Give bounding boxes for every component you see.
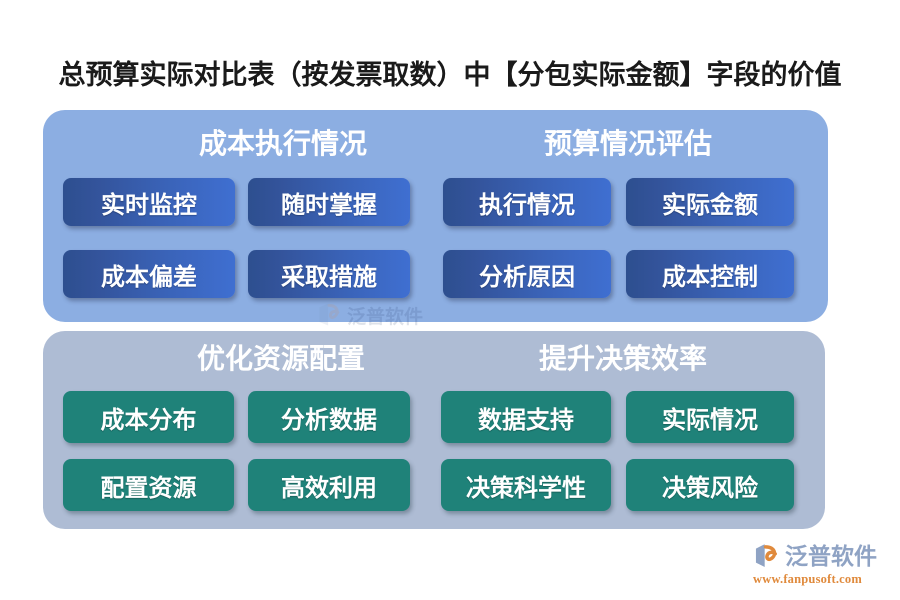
button-label: 决策风险: [662, 475, 758, 502]
button-cost-execution-1[interactable]: 实时监控: [63, 178, 235, 226]
button-budget-assessment-3[interactable]: 分析原因: [443, 250, 611, 298]
button-budget-assessment-1[interactable]: 执行情况: [443, 178, 611, 226]
button-label: 实际金额: [662, 192, 758, 219]
button-label: 成本控制: [662, 264, 758, 291]
button-cost-execution-2[interactable]: 随时掌握: [248, 178, 410, 226]
button-label: 决策科学性: [466, 475, 586, 502]
button-decision-efficiency-3[interactable]: 决策科学性: [441, 459, 611, 511]
button-label: 随时掌握: [281, 192, 377, 219]
section-heading-decision-efficiency: 提升决策效率: [538, 344, 707, 375]
button-budget-assessment-2[interactable]: 实际金额: [626, 178, 794, 226]
section-heading-optimize-resources: 优化资源配置: [196, 344, 365, 375]
button-optimize-resources-4[interactable]: 高效利用: [248, 459, 410, 511]
section-heading-cost-execution: 成本执行情况: [198, 129, 367, 160]
button-label: 采取措施: [281, 264, 377, 291]
button-optimize-resources-3[interactable]: 配置资源: [63, 459, 234, 511]
brand-logo-row: 泛普软件: [752, 541, 892, 571]
button-label: 分析数据: [281, 407, 377, 434]
brand-url: www.fanpusoft.com: [753, 572, 862, 586]
button-cost-execution-3[interactable]: 成本偏差: [63, 250, 235, 298]
button-budget-assessment-4[interactable]: 成本控制: [626, 250, 794, 298]
button-label: 成本偏差: [101, 264, 197, 291]
button-label: 分析原因: [479, 264, 575, 291]
brand-name: 泛普软件: [785, 543, 877, 569]
fanpu-swoosh-icon: [319, 303, 340, 326]
button-optimize-resources-2[interactable]: 分析数据: [248, 391, 410, 443]
button-label: 高效利用: [281, 475, 377, 502]
watermark-fanpu: 泛普软件: [315, 295, 465, 335]
resource-decision-panel: 优化资源配置 提升决策效率 成本分布 分析数据 配置资源 高效利用 数据支持 实…: [43, 331, 825, 529]
button-label: 数据支持: [478, 407, 574, 434]
brand-logo: 泛普软件 www.fanpusoft.com: [752, 541, 892, 589]
button-decision-efficiency-4[interactable]: 决策风险: [626, 459, 794, 511]
button-decision-efficiency-2[interactable]: 实际情况: [626, 391, 794, 443]
button-label: 成本分布: [100, 407, 197, 434]
button-optimize-resources-1[interactable]: 成本分布: [63, 391, 234, 443]
button-label: 实时监控: [101, 192, 197, 219]
cost-execution-panel: 成本执行情况 预算情况评估 泛普软件 实时监控 随时掌握 成本偏差 采取措施 执…: [43, 110, 828, 328]
button-label: 配置资源: [100, 475, 197, 502]
button-decision-efficiency-1[interactable]: 数据支持: [441, 391, 611, 443]
button-label: 执行情况: [479, 192, 575, 219]
watermark-text: 泛普软件: [347, 306, 424, 328]
fanpu-swoosh-icon: [755, 544, 777, 567]
button-cost-execution-4[interactable]: 采取措施: [248, 250, 410, 298]
section-heading-budget-assessment: 预算情况评估: [543, 129, 712, 160]
button-label: 实际情况: [662, 407, 758, 434]
page-title: 总预算实际对比表（按发票取数）中【分包实际金额】字段的价值: [58, 60, 842, 90]
